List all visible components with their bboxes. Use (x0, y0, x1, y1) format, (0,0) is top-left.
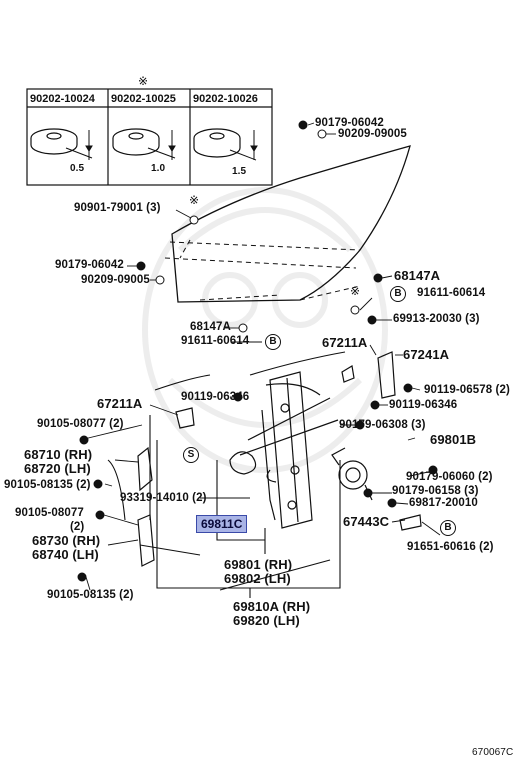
part-label: 90119-06346 (389, 399, 458, 411)
door-glass (171, 145, 411, 303)
reference-circle-b: B (390, 286, 406, 302)
part-label: 69820 (LH) (233, 613, 300, 628)
star-mark: ※ (138, 74, 149, 88)
run-channel-right (341, 351, 422, 531)
part-label: 69913-20030 (3) (393, 313, 480, 325)
door-frame (107, 351, 346, 591)
part-label: 91611-60614 (181, 335, 250, 347)
diagram-code: 670067C (472, 747, 514, 758)
part-label: 91611-60614 (417, 287, 486, 299)
thickness-arrows (65, 130, 258, 161)
part-label: 68710 (RH) (24, 447, 93, 462)
star-mark: ※ (189, 193, 200, 207)
part-label: 90209-09005 (81, 274, 150, 286)
part-label: 68147A (394, 268, 441, 283)
shim-part-number: 90202-10025 (111, 93, 176, 105)
part-label: 90209-09005 (338, 128, 407, 140)
part-label: 90179-06308 (3) (339, 419, 426, 431)
shim-table (26, 88, 273, 186)
part-label: 69801 (RH) (224, 557, 293, 572)
run-channel-left (137, 407, 195, 567)
part-label: 69817-20010 (409, 497, 478, 509)
reference-circle-b: B (265, 334, 281, 350)
glass-bracket-dashes (164, 239, 361, 301)
part-label: 90105-08077 (2) (37, 418, 124, 430)
fastener-icons (77, 120, 438, 582)
washer-icon (30, 128, 78, 155)
shim-thickness: 1.0 (151, 163, 166, 174)
part-label: 90179-06042 (315, 117, 384, 129)
part-label: 69801B (430, 432, 477, 447)
part-label: 90179-06042 (55, 259, 124, 271)
washer-icon (112, 128, 160, 156)
reference-circle-b: B (440, 520, 456, 536)
shim-part-number: 90202-10026 (193, 93, 258, 105)
part-label: 90105-08135 (2) (4, 479, 91, 491)
regulator-motor (331, 447, 373, 501)
part-label: 90119-06346 (181, 391, 250, 403)
regulator-assembly (229, 371, 339, 529)
part-label: 68720 (LH) (24, 461, 91, 476)
shim-part-number: 90202-10024 (30, 93, 95, 105)
part-label: 69802 (LH) (224, 571, 291, 586)
part-label: 67211A (97, 396, 143, 411)
part-label: 90105-08077 (15, 507, 84, 519)
part-label: 68740 (LH) (32, 547, 99, 562)
part-label: 67241A (403, 347, 450, 362)
washer-icon (193, 128, 241, 158)
part-label: 68730 (RH) (32, 533, 101, 548)
leader-lines (79, 122, 441, 591)
part-label: 90105-08135 (2) (47, 589, 134, 601)
part-label: 90901-79001 (3) (74, 202, 161, 214)
assembly-brackets (156, 440, 341, 598)
part-label: 69810A (RH) (233, 599, 311, 614)
part-label: 90119-06578 (2) (424, 384, 510, 396)
part-label: 67211A (322, 335, 368, 350)
part-label: 67443C (343, 514, 390, 529)
part-label: 91651-60616 (2) (407, 541, 494, 553)
part-label: 90179-06060 (2) (406, 471, 493, 483)
highlighted-part-callout[interactable]: 69811C (196, 515, 248, 533)
shim-thickness: 1.5 (232, 166, 247, 177)
star-mark: ※ (350, 284, 361, 298)
reference-circle-s: S (183, 447, 199, 463)
shim-thickness: 0.5 (70, 163, 85, 174)
part-label: 93319-14010 (2) (120, 492, 207, 504)
part-label: 68147A (190, 321, 231, 333)
part-label: 90179-06158 (3) (392, 485, 479, 497)
part-label: (2) (70, 521, 85, 533)
